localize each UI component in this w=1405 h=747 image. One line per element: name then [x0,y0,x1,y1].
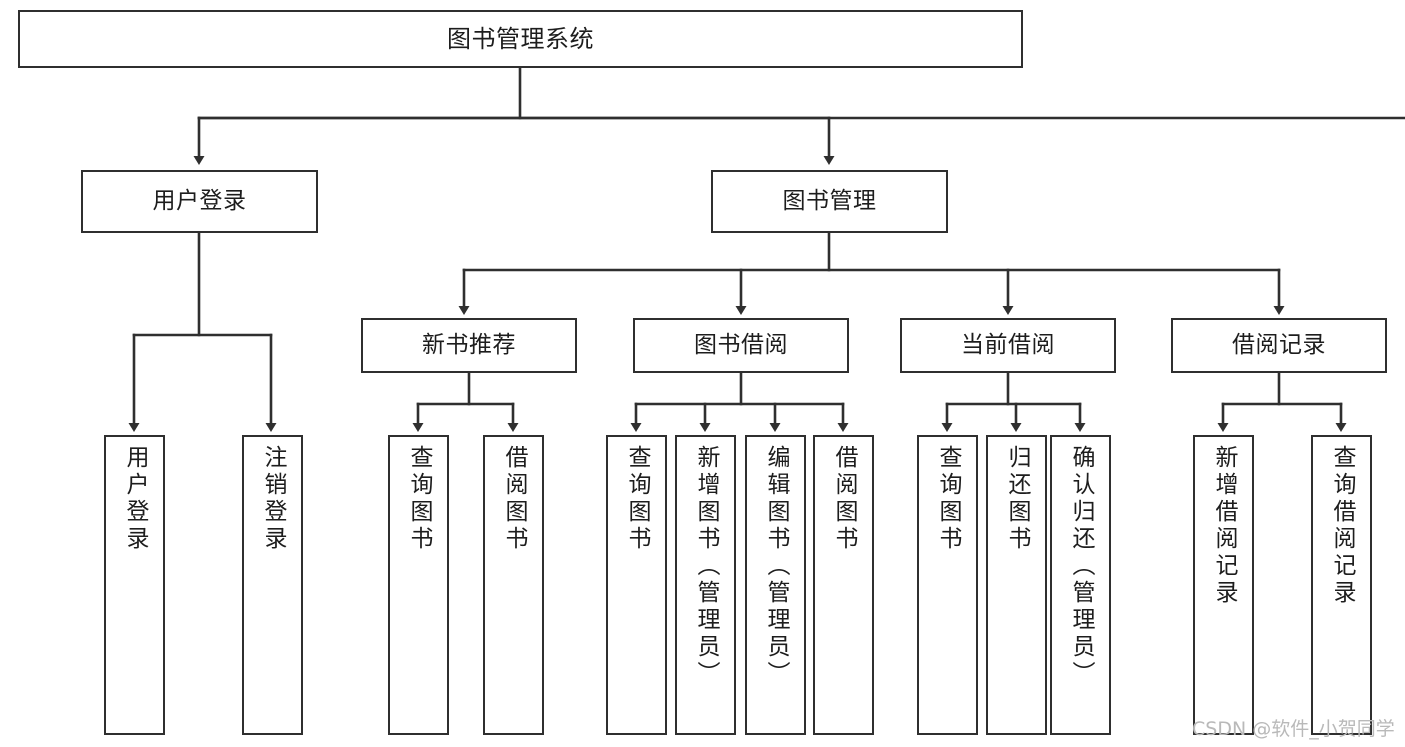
leaf-recommend-borrow-book-label: 借阅图书 [501,445,527,553]
node-book-borrow-label: 图书借阅 [694,331,788,358]
node-book-borrow[interactable]: 图书借阅 [633,318,849,373]
node-user-login-label: 用户登录 [152,187,247,214]
node-new-book-recommend-label: 新书推荐 [422,331,516,358]
node-book-management[interactable]: 图书管理 [711,170,948,233]
node-root-label: 图书管理系统 [447,24,594,53]
leaf-recommend-query-book[interactable]: 查询图书 [388,435,449,735]
leaf-user-logout-label: 注销登录 [260,445,286,553]
leaf-record-add-label: 新增借阅记录 [1211,445,1237,607]
leaf-borrow-edit-book-label: 编辑图书（管理员） [763,445,789,688]
leaf-borrow-query-book[interactable]: 查询图书 [606,435,667,735]
node-current-borrow[interactable]: 当前借阅 [900,318,1116,373]
node-new-book-recommend[interactable]: 新书推荐 [361,318,577,373]
leaf-record-query-label: 查询借阅记录 [1329,445,1355,607]
node-book-management-label: 图书管理 [782,187,877,214]
leaf-borrow-edit-book[interactable]: 编辑图书（管理员） [745,435,806,735]
leaf-record-query[interactable]: 查询借阅记录 [1311,435,1372,735]
leaf-current-return-book[interactable]: 归还图书 [986,435,1047,735]
leaf-record-add[interactable]: 新增借阅记录 [1193,435,1254,735]
leaf-current-return-book-label: 归还图书 [1004,445,1030,553]
node-current-borrow-label: 当前借阅 [961,331,1055,358]
leaf-current-query-book-label: 查询图书 [935,445,961,553]
csdn-watermark: CSDN @软件_小贺同学 [1192,718,1395,740]
leaf-user-login[interactable]: 用户登录 [104,435,165,735]
leaf-current-confirm-return-label: 确认归还（管理员） [1068,445,1094,688]
leaf-recommend-query-book-label: 查询图书 [406,445,432,553]
leaf-user-logout[interactable]: 注销登录 [242,435,303,735]
leaf-borrow-borrow-book[interactable]: 借阅图书 [813,435,874,735]
node-borrow-record-label: 借阅记录 [1232,331,1326,358]
leaf-borrow-query-book-label: 查询图书 [624,445,650,553]
leaf-current-query-book[interactable]: 查询图书 [917,435,978,735]
node-user-login[interactable]: 用户登录 [81,170,318,233]
leaf-user-login-label: 用户登录 [122,445,148,553]
leaf-recommend-borrow-book[interactable]: 借阅图书 [483,435,544,735]
leaf-borrow-add-book-label: 新增图书（管理员） [693,445,719,688]
node-root[interactable]: 图书管理系统 [18,10,1023,68]
leaf-borrow-borrow-book-label: 借阅图书 [831,445,857,553]
node-borrow-record[interactable]: 借阅记录 [1171,318,1387,373]
leaf-current-confirm-return[interactable]: 确认归还（管理员） [1050,435,1111,735]
leaf-borrow-add-book[interactable]: 新增图书（管理员） [675,435,736,735]
